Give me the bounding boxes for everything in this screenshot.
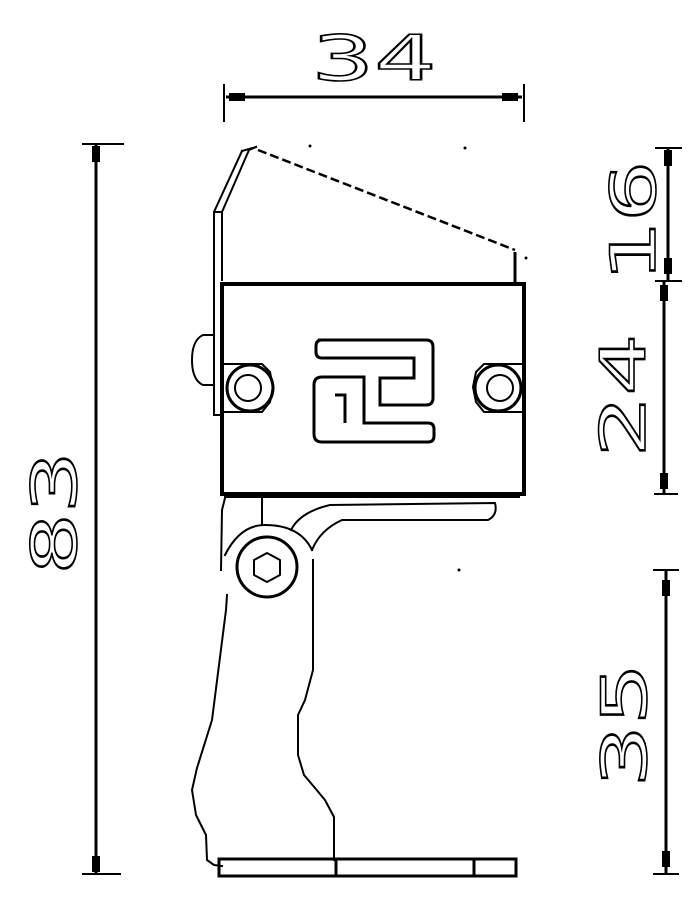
- dimension-body-section: 24: [586, 282, 678, 495]
- dimension-label-83: 83: [18, 451, 91, 575]
- arrowhead-bottom: [664, 258, 672, 274]
- dimension-base-section: 35: [587, 569, 679, 875]
- dimension-label-34: 34: [312, 22, 436, 95]
- screw-head-icon: [234, 374, 262, 402]
- side-knob: [191, 334, 215, 386]
- bracket-arm-upper: [289, 502, 497, 552]
- screw-left: [223, 363, 275, 413]
- hex-socket-icon: [253, 552, 281, 583]
- arm-left-edge: [191, 593, 229, 868]
- housing-left-edge-outer: [221, 145, 258, 281]
- arrowhead-top: [664, 150, 672, 166]
- dimension-label-35: 35: [588, 663, 661, 787]
- base-plate-outline: [217, 857, 518, 878]
- arrowhead-bottom: [92, 856, 100, 872]
- logo-emblem-icon: [312, 338, 436, 444]
- housing-top-edge: [257, 148, 516, 252]
- arrowhead-top: [660, 285, 668, 301]
- support-bracket: [219, 496, 497, 599]
- arrowhead-bottom: [662, 851, 670, 867]
- arm-right-edge: [297, 559, 335, 861]
- dimension-width-top: 34: [223, 21, 525, 122]
- arrowhead-top: [92, 146, 100, 162]
- main-body: [220, 282, 526, 498]
- base-plate: [217, 857, 518, 878]
- screw-head-icon: [486, 374, 514, 402]
- arm-profile: [191, 559, 335, 868]
- pivot-bolt: [235, 535, 299, 599]
- screw-right: [472, 363, 523, 413]
- top-housing: [213, 144, 528, 416]
- dimension-top-section: 16: [596, 147, 682, 285]
- arrowhead-left: [229, 93, 245, 101]
- arrowhead-top: [662, 580, 670, 596]
- arrowhead-bottom: [660, 473, 668, 489]
- dimension-label-16: 16: [597, 160, 670, 284]
- dimension-label-24: 24: [587, 334, 660, 458]
- arrowhead-right: [502, 93, 518, 101]
- dimension-overall-height: 83: [17, 143, 124, 875]
- body-rectangle: [220, 282, 526, 496]
